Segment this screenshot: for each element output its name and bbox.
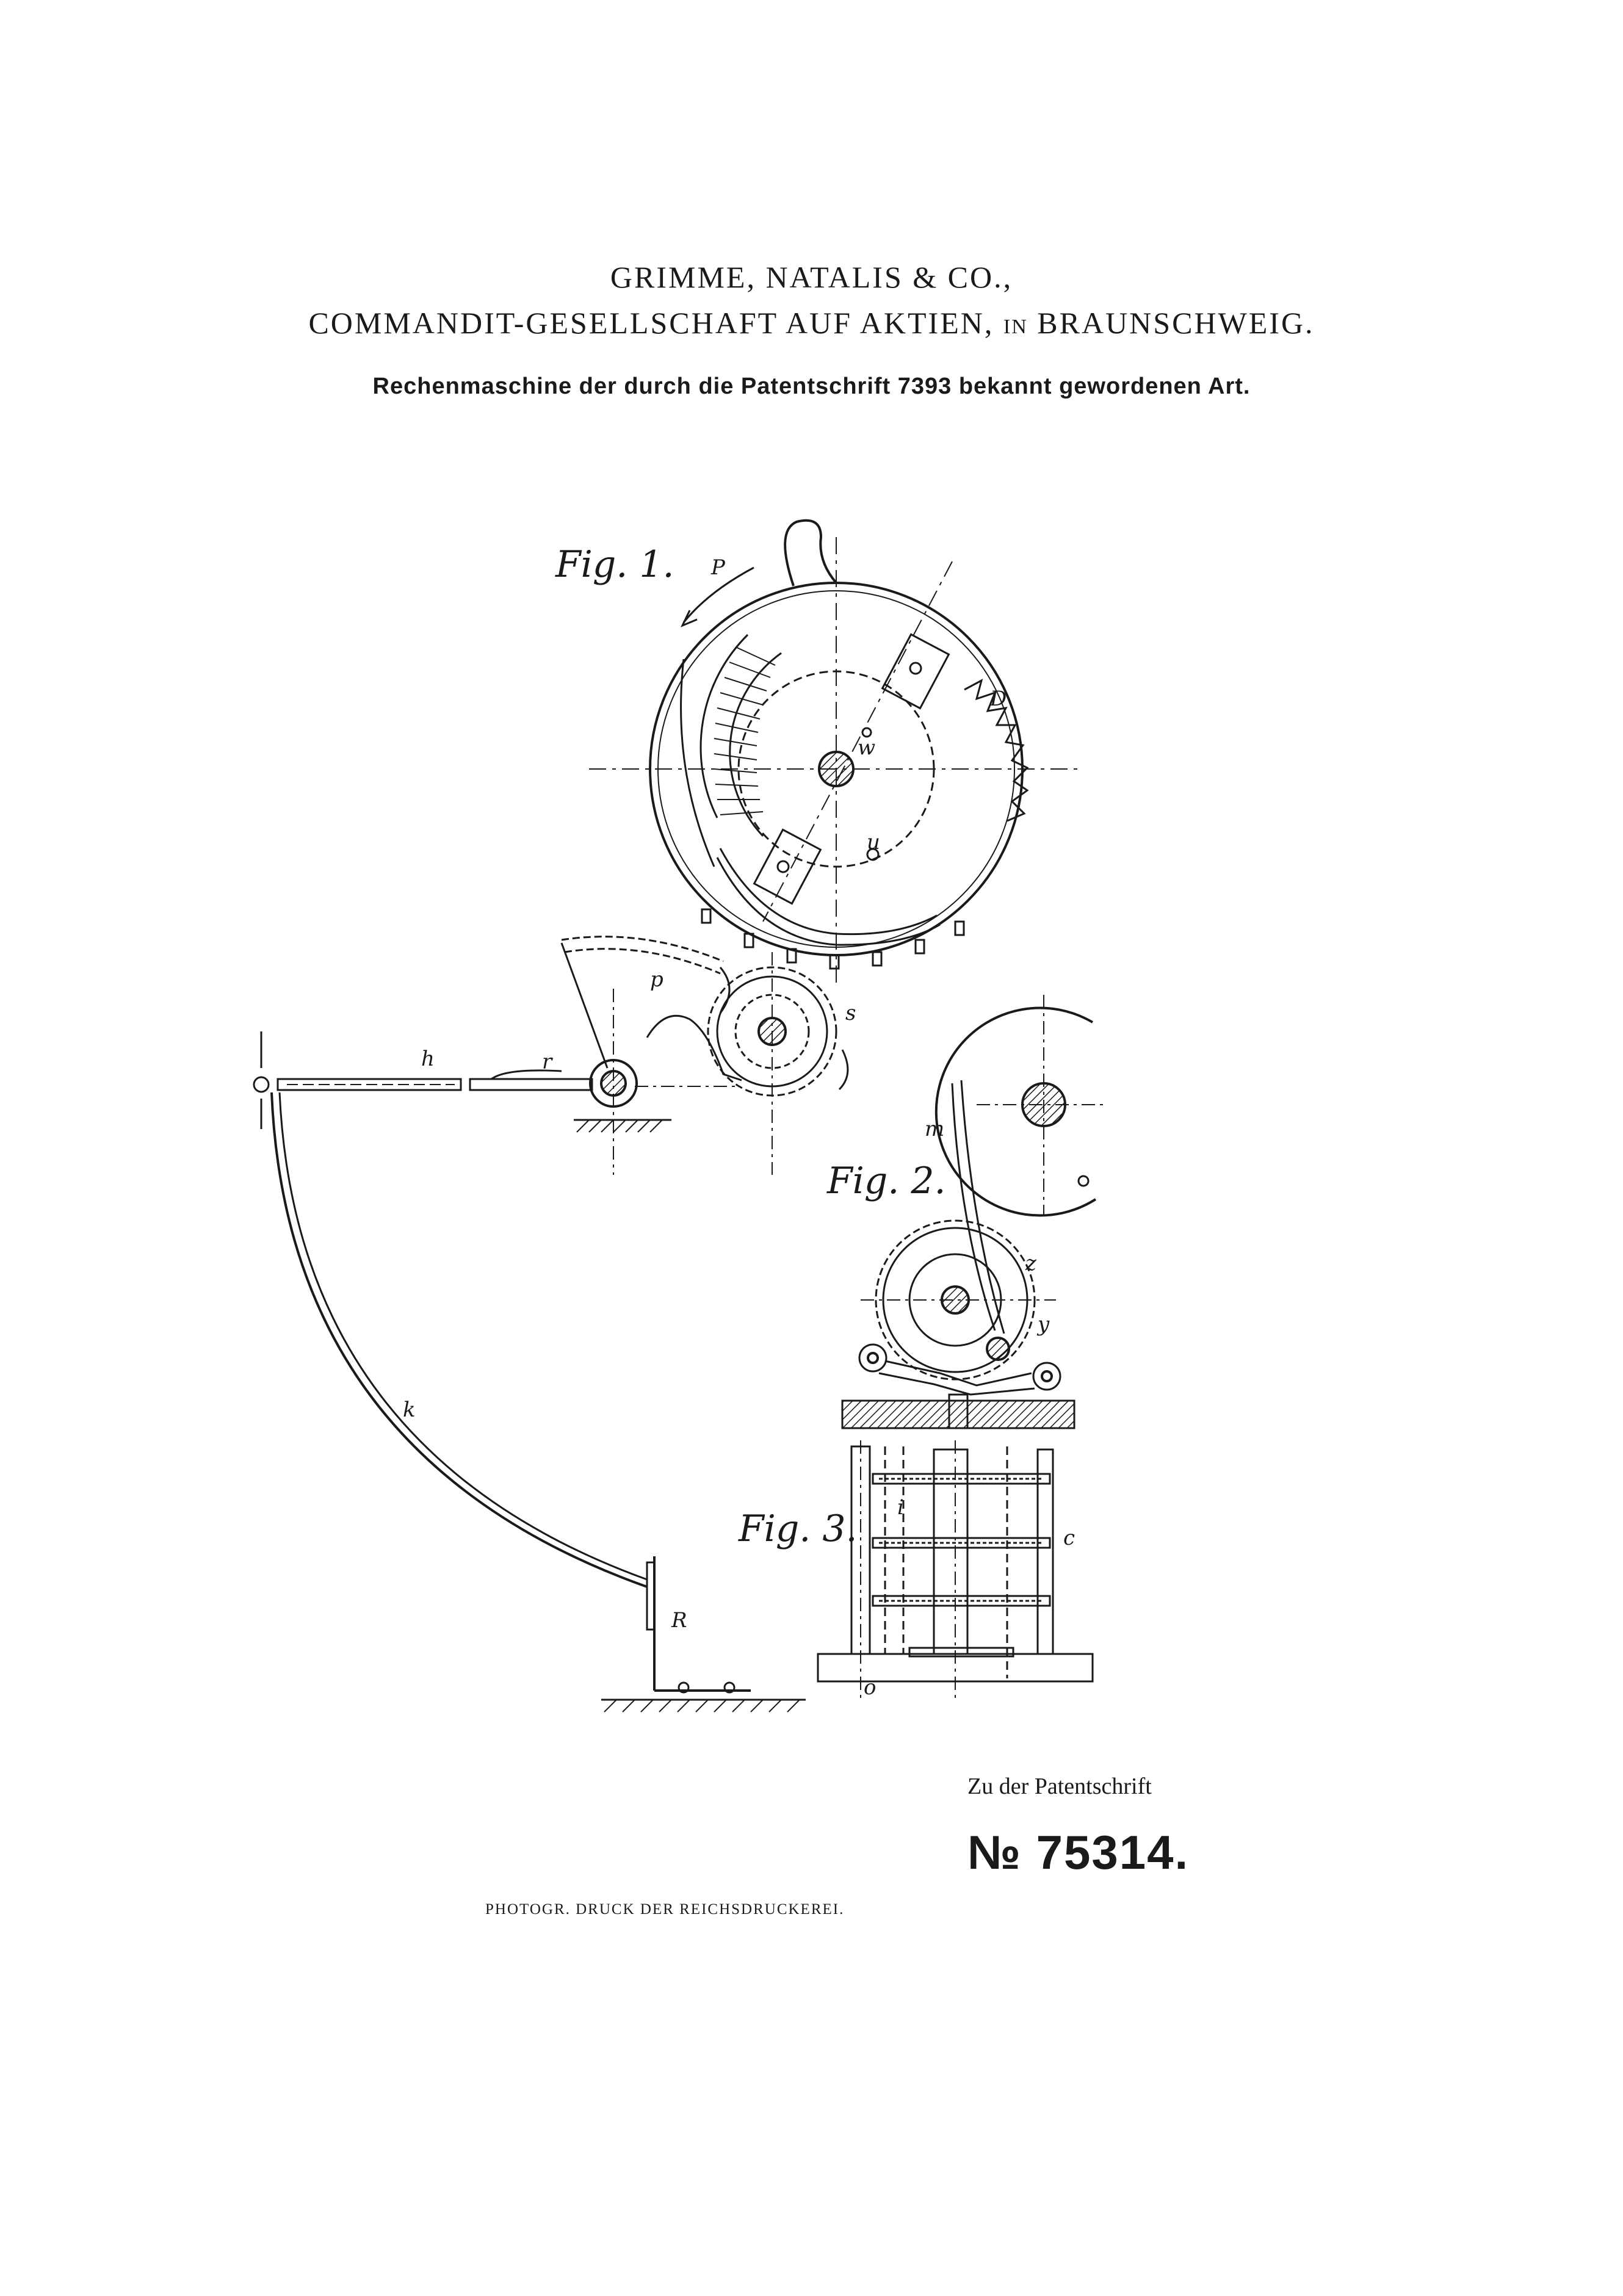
applicant-line-2-a: COMMANDIT-GESELLSCHAFT AUF AKTIEN, [308, 306, 1003, 340]
drawing-letter-P: P [711, 555, 725, 580]
drawing-letter-s: s [845, 1001, 856, 1025]
applicant-line-2-b: BRAUNSCHWEIG. [1027, 306, 1315, 340]
applicant-line-1: GRIMME, NATALIS & CO., [610, 260, 1013, 294]
figure-1-drawing [253, 519, 1080, 1713]
applicant-line-2: COMMANDIT-GESELLSCHAFT AUF AKTIEN, IN BR… [0, 305, 1623, 341]
drawing-letter-D: D [990, 687, 1007, 711]
drawing-letter-R: R [671, 1608, 687, 1633]
patent-reference-label: Zu der Patentschrift [967, 1774, 1152, 1799]
drawing-letter-h: h [421, 1047, 435, 1071]
figure-2-drawing [841, 995, 1105, 1429]
applicant-line-2-in: IN [1003, 316, 1028, 338]
patent-title: Rechenmaschine der durch die Patentschri… [372, 374, 1251, 399]
figure-3-drawing [817, 1440, 1094, 1703]
drawing-letter-o: o [864, 1675, 877, 1700]
drawing-letter-m: m [925, 1117, 945, 1141]
patent-number: № 75314. [967, 1825, 1190, 1879]
drawing-letter-r: r [542, 1050, 552, 1074]
drawing-letter-k: k [403, 1398, 416, 1422]
figure-3-label: Fig. 3. [739, 1507, 858, 1550]
figure-1-label: Fig. 1. [555, 543, 674, 586]
drawing-letter-p: p [650, 967, 663, 992]
figure-2-label: Fig. 2. [827, 1160, 946, 1202]
drawing-letter-z: z [1025, 1251, 1036, 1276]
drawing-letter-w: w [858, 735, 876, 760]
drawing-letter-c: c [1063, 1526, 1075, 1550]
printer-imprint: PHOTOGR. DRUCK DER REICHSDRUCKEREI. [485, 1901, 845, 1918]
drawing-letter-i: i [897, 1495, 904, 1520]
drawing-letter-u: u [867, 830, 880, 854]
drawing-letter-y: y [1038, 1312, 1050, 1337]
